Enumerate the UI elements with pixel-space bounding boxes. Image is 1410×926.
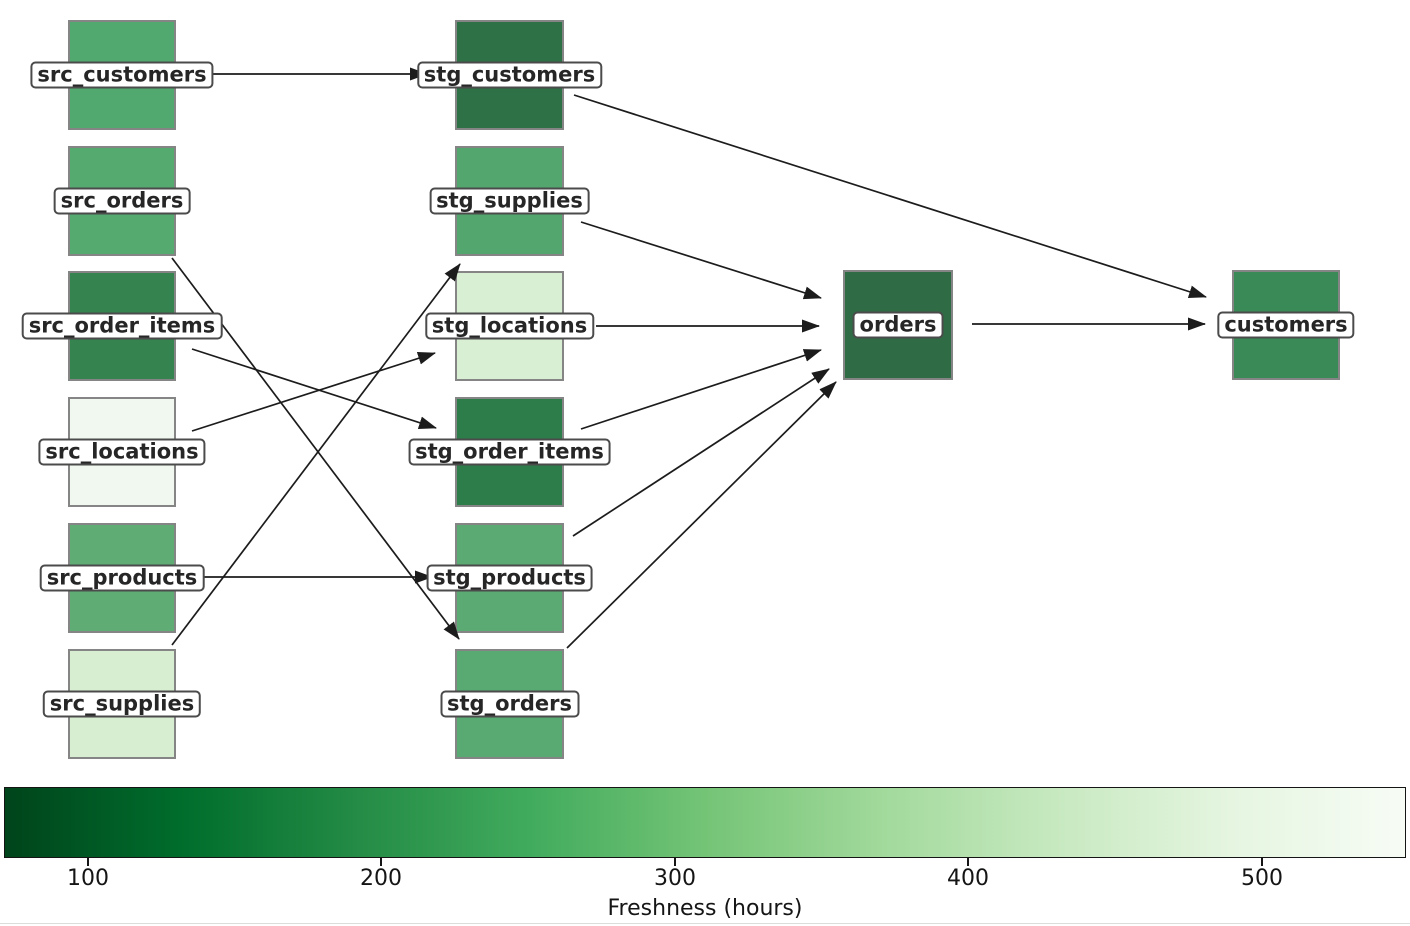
colorbar-tick-label: 300 [654,866,696,891]
edge-stg_products-to-orders [572,368,830,537]
bottom-divider [0,923,1410,924]
freshness-colorbar [4,787,1406,858]
node-label-stg_customers: stg_customers [416,61,603,89]
node-label-orders: orders [852,311,944,339]
edge-stg_customers-to-customers [573,94,1207,299]
node-label-stg_order_items: stg_order_items [408,438,611,466]
edge-src_locations-to-stg_locations [191,352,436,432]
colorbar-tick [967,858,969,866]
colorbar-tick [380,858,382,866]
edge-stg_orders-to-orders [566,381,837,649]
edge-src_order_items-to-stg_order_items [191,348,437,429]
colorbar-tick [87,858,89,866]
colorbar-tick-label: 200 [360,866,402,891]
edge-stg_supplies-to-orders [580,221,822,300]
node-label-src_customers: src_customers [30,61,214,89]
edge-src_supplies-to-stg_supplies [171,263,461,646]
colorbar-tick [674,858,676,866]
colorbar-tick [1261,858,1263,866]
node-label-src_order_items: src_order_items [21,312,223,340]
node-label-stg_products: stg_products [426,564,593,592]
node-label-stg_orders: stg_orders [440,690,579,718]
node-label-stg_locations: stg_locations [424,312,595,340]
colorbar-tick-label: 100 [67,866,109,891]
node-label-src_products: src_products [39,564,205,592]
colorbar-tick-label: 500 [1241,866,1283,891]
colorbar-tick-label: 400 [947,866,989,891]
node-label-stg_supplies: stg_supplies [429,187,590,215]
edge-stg_order_items-to-orders [580,349,822,430]
colorbar-axis-label: Freshness (hours) [607,896,803,921]
node-label-customers: customers [1217,311,1355,339]
node-label-src_supplies: src_supplies [42,690,202,718]
node-label-src_locations: src_locations [38,438,206,466]
node-label-src_orders: src_orders [53,187,191,215]
